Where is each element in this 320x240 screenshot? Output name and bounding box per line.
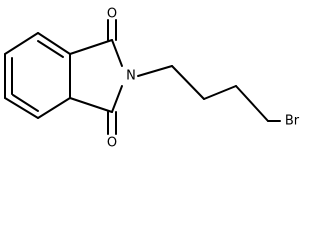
atom-labels: O N O Br (107, 7, 300, 151)
ring-bond-1 (37, 32, 71, 55)
structure-diagram: O N O Br (4, 7, 300, 151)
oxygen-bottom-label: O (107, 136, 117, 151)
c3-n-bond (111, 85, 123, 113)
c1-top-bond (69, 39, 113, 55)
ring-bond-6 (4, 32, 39, 55)
bromine-label: Br (285, 114, 300, 129)
nitrogen-label: N (126, 69, 136, 84)
ring-double-inner-2 (12, 94, 39, 112)
bonds (4, 19, 281, 135)
chain-bond-2 (171, 65, 205, 100)
ring-double-inner-1 (37, 40, 64, 58)
chain-bond-1 (137, 65, 173, 77)
molecule-svg: O N O Br (4, 7, 300, 151)
c1-n-bond (111, 39, 123, 67)
chain-bond-3 (203, 85, 237, 100)
c3-bottom-bond (69, 97, 113, 113)
oxygen-top-label: O (107, 7, 117, 22)
ring-bond-3 (37, 97, 71, 119)
chain-bond-4 (235, 85, 269, 122)
ring-bond-4 (4, 97, 39, 119)
